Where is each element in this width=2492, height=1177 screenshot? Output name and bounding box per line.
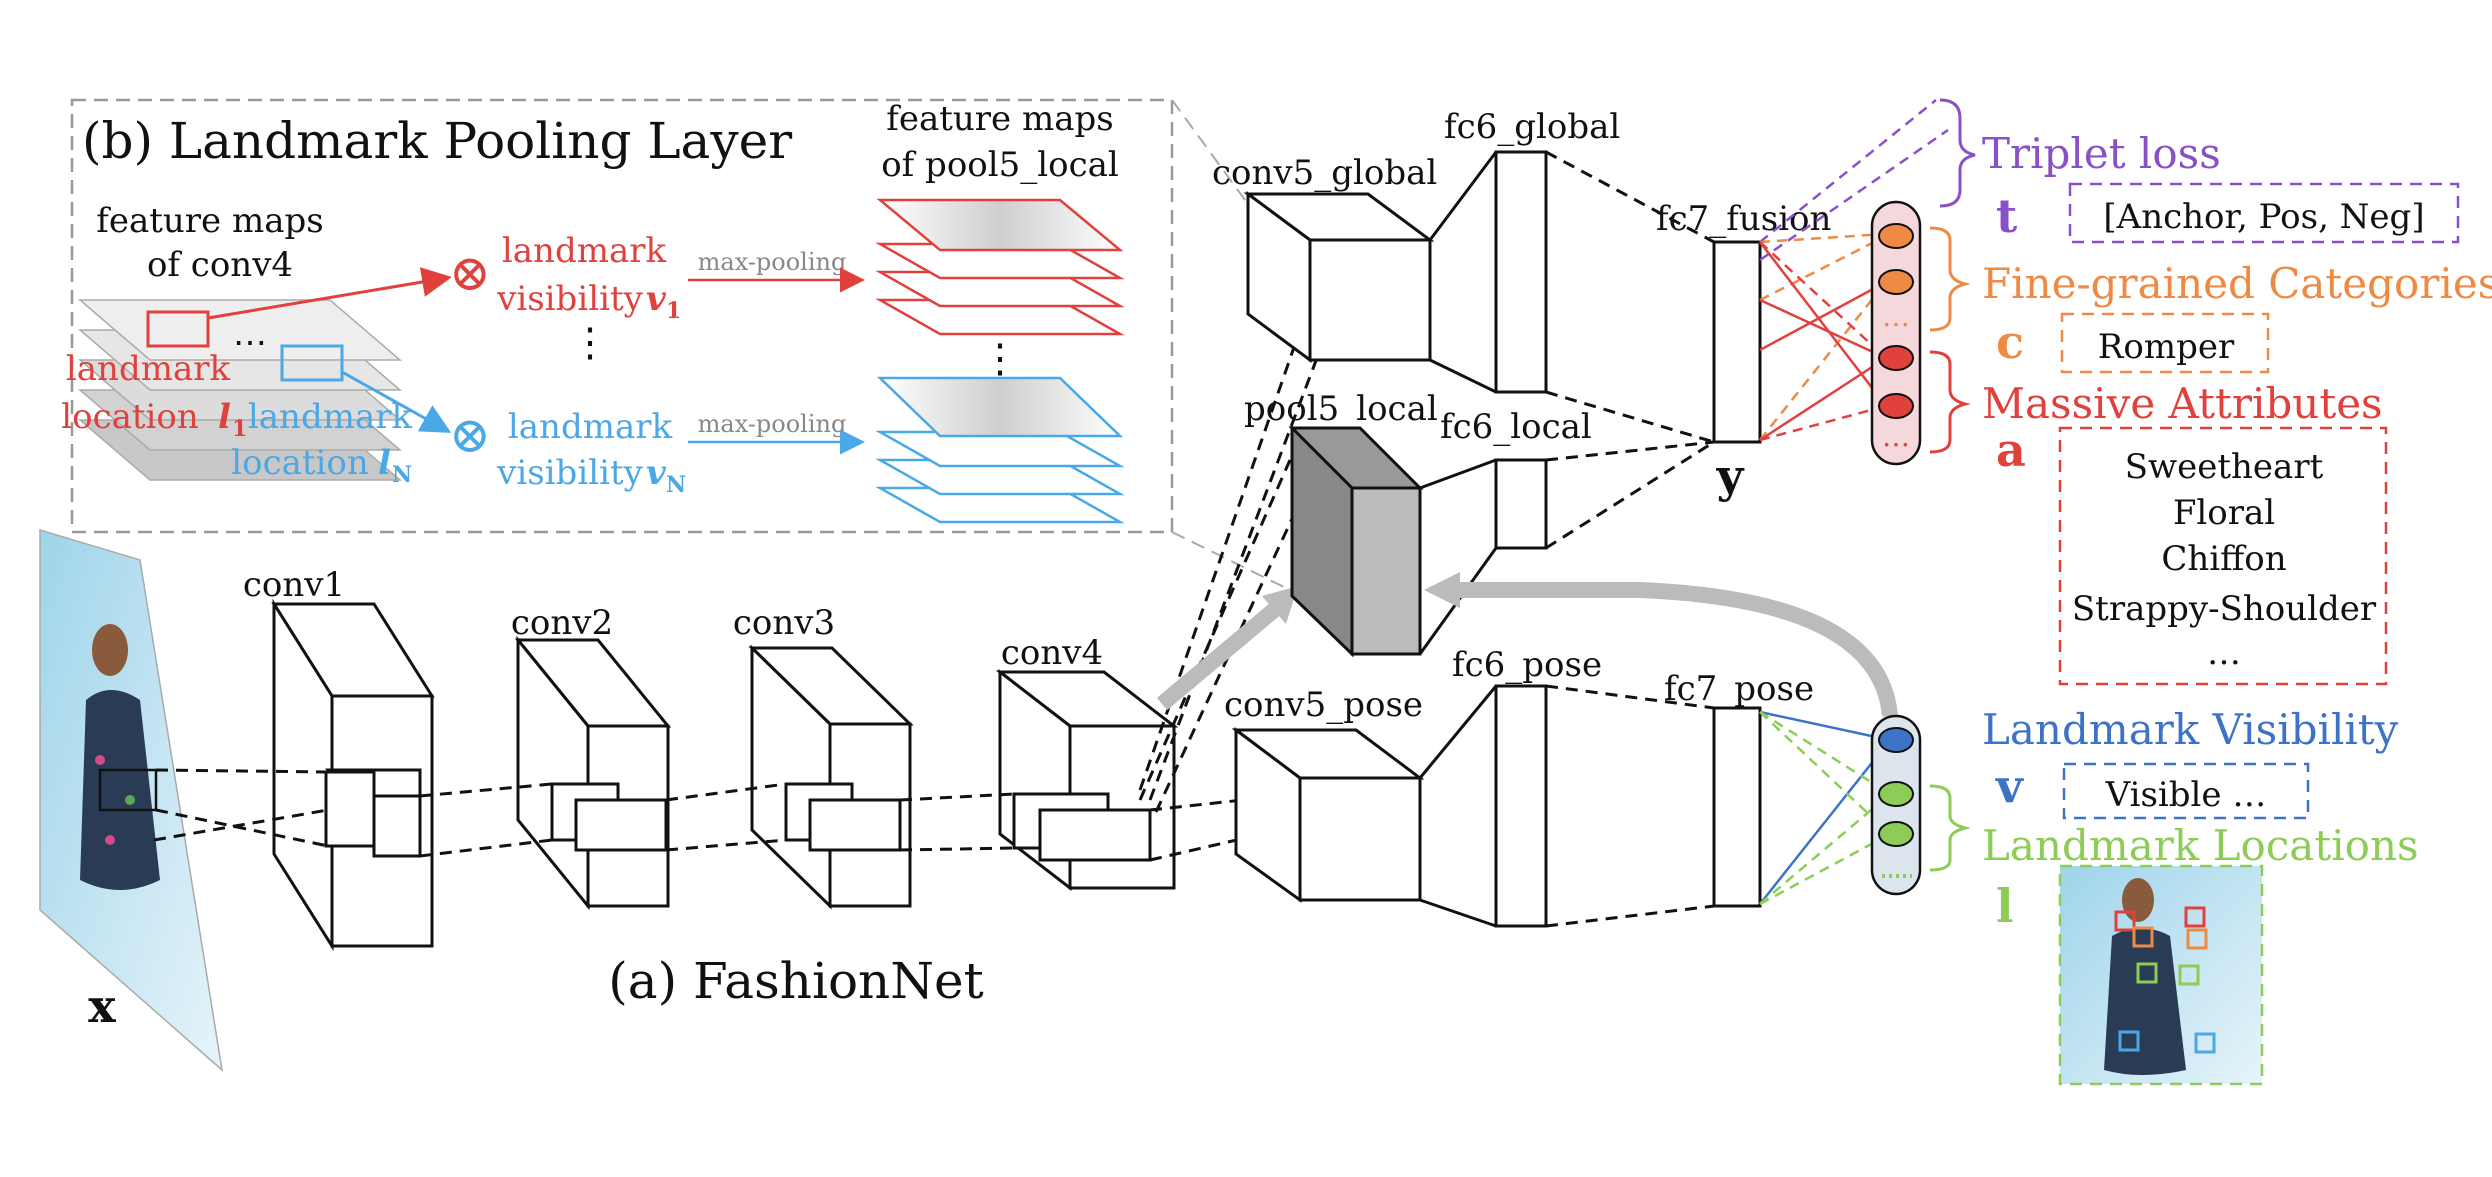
- fusion-node-column: … …: [1872, 202, 1920, 464]
- location-brace: [1930, 786, 1965, 870]
- pool5-vdots: ⋮: [980, 336, 1020, 382]
- fine-grained-categories-label: Fine-grained Categories: [1982, 259, 2492, 308]
- landmark-location-n-line2: location: [231, 443, 369, 483]
- conv5-pose-label: conv5_pose: [1224, 685, 1423, 725]
- visibility-n-line2: visibility: [496, 453, 643, 493]
- fc6-global-layer: [1496, 152, 1546, 392]
- fc6-local-label: fc6_local: [1440, 407, 1592, 447]
- v-box-text: Visible …: [2105, 775, 2267, 815]
- zoom-line-bottom: [1172, 532, 1290, 590]
- visibility-1-symbol: v: [646, 279, 667, 319]
- fusion-node-dots-2: …: [1882, 420, 1910, 453]
- feature-map-hdots: ⋯: [233, 323, 267, 363]
- category-brace: [1930, 228, 1965, 330]
- landmark-location-1-line2: location: [61, 397, 199, 437]
- visibility-1-line2: visibility: [496, 279, 643, 319]
- y-label: y: [1716, 449, 1745, 503]
- conv5-pose-block: [1236, 730, 1420, 900]
- pool5-local-label: pool5_local: [1244, 389, 1438, 429]
- t-box-text: [Anchor, Pos, Neg]: [2103, 197, 2424, 237]
- fc6-pose-label: fc6_pose: [1452, 645, 1602, 685]
- attribute-item: Strappy-Shoulder: [2072, 589, 2377, 629]
- pool5-red-maps: [880, 200, 1120, 334]
- pose-node-column: [1872, 716, 1920, 894]
- t-symbol: t: [1996, 189, 2018, 243]
- triplet-brace: [1940, 100, 1975, 206]
- conv1-label: conv1: [243, 565, 345, 605]
- attribute-item: Floral: [2173, 493, 2275, 533]
- triplet-loss-label: Triplet loss: [1982, 129, 2221, 178]
- landmark-location-n-subscript: N: [392, 462, 412, 488]
- conv4-label: conv4: [1001, 633, 1103, 673]
- conv2-label: conv2: [511, 603, 613, 643]
- landmark-location-n-symbol: l: [378, 443, 391, 483]
- pool5-blue-maps: [880, 378, 1120, 522]
- landmark-location-1-subscript: 1: [232, 416, 247, 442]
- landmark-locations-label: Landmark Locations: [1982, 821, 2419, 870]
- otimes-1: ⊗: [449, 244, 491, 302]
- max-pooling-label-1: max-pooling: [698, 248, 847, 276]
- landmark-location-thumbnail: [2060, 866, 2262, 1084]
- input-image: [40, 530, 222, 1070]
- input-x-label: x: [88, 979, 116, 1033]
- landmark-location-n-line1: landmark: [248, 397, 413, 437]
- conv3-label: conv3: [733, 603, 835, 643]
- l-symbol: l: [1996, 879, 2013, 933]
- landmark-location-1-line1: landmark: [66, 349, 231, 389]
- fc6-local-layer: [1496, 460, 1546, 548]
- visibility-n-subscript: N: [666, 472, 686, 498]
- fc7-pose-layer: [1714, 708, 1760, 906]
- pooling-title: (b) Landmark Pooling Layer: [82, 112, 792, 170]
- fc6-global-label: fc6_global: [1444, 107, 1620, 147]
- conv3-block: [752, 648, 910, 906]
- massive-attributes-label: Massive Attributes: [1982, 379, 2383, 428]
- landmark-location-1-symbol: l: [218, 397, 231, 437]
- visibility-1-subscript: 1: [666, 298, 681, 324]
- fc7-pose-label: fc7_pose: [1664, 669, 1814, 709]
- fashionnet-title: (a) FashionNet: [608, 952, 983, 1010]
- branch-blocks: [1236, 152, 1760, 926]
- conv4-maps-label-line1: feature maps: [96, 201, 323, 241]
- branch-dashed-lines: [1546, 152, 1714, 926]
- landmark-visibility-label: Landmark Visibility: [1982, 705, 2399, 754]
- attribute-item: Chiffon: [2161, 539, 2286, 579]
- landmark-feedback-arrowhead: [1424, 572, 1460, 608]
- conv5-global-label: conv5_global: [1212, 153, 1437, 193]
- a-symbol: a: [1996, 423, 2026, 477]
- conv1-block: [274, 604, 432, 946]
- pool5-local-block: [1292, 428, 1420, 654]
- c-symbol: c: [1996, 315, 2024, 369]
- conv5-global-block: [1248, 194, 1430, 360]
- attribute-item: …: [2207, 633, 2241, 673]
- pooling-panel: (b) Landmark Pooling Layer feature maps …: [61, 99, 1340, 590]
- conv2-block: [518, 640, 668, 906]
- pose-output-lines: [1760, 712, 1890, 904]
- attribute-item: Sweetheart: [2125, 447, 2324, 487]
- visibility-1-line1: landmark: [502, 231, 667, 271]
- visibility-n-symbol: v: [646, 453, 667, 493]
- fc6-pose-layer: [1496, 686, 1546, 926]
- pool5-maps-label-line1: feature maps: [886, 99, 1113, 139]
- otimes-n: ⊗: [449, 406, 491, 464]
- fusion-node-dots-1: …: [1882, 300, 1910, 333]
- conv4-maps-label-line2: of conv4: [147, 245, 293, 285]
- c-box-text: Romper: [2098, 327, 2235, 367]
- fc7-fusion-layer: [1714, 242, 1760, 442]
- attribute-brace: [1930, 352, 1965, 452]
- visibility-vdots: ⋮: [570, 320, 610, 366]
- v-symbol: v: [1995, 759, 2024, 813]
- pool5-maps-label-line2: of pool5_local: [881, 145, 1119, 185]
- max-pooling-label-n: max-pooling: [698, 410, 847, 438]
- visibility-n-line1: landmark: [508, 407, 673, 447]
